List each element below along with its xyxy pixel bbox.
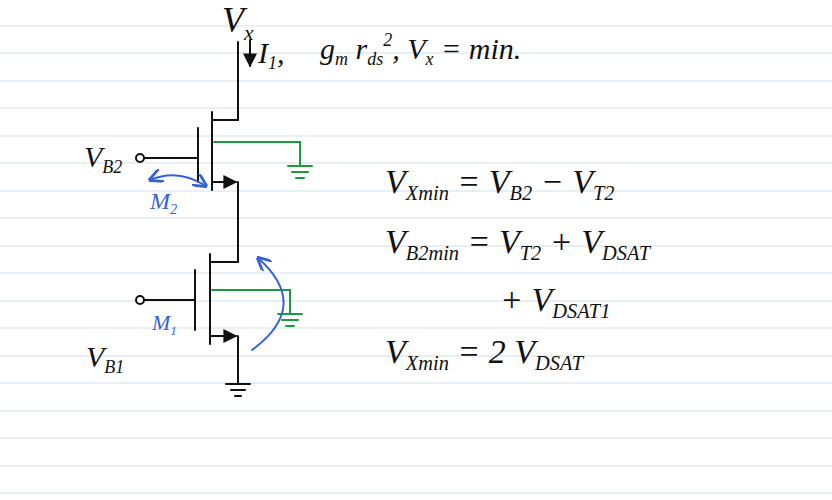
text-run: Xmin bbox=[406, 352, 449, 374]
node-voltage: Vx bbox=[222, 0, 254, 45]
bias-voltage: VB2 bbox=[84, 140, 122, 178]
text-run: M bbox=[152, 310, 170, 335]
device-name: M2 bbox=[150, 188, 177, 218]
text-run: = 2 V bbox=[449, 333, 535, 370]
text-run: V bbox=[84, 140, 102, 173]
text-run: DSAT bbox=[602, 242, 650, 264]
text-run: g bbox=[320, 32, 335, 65]
body-ties bbox=[212, 142, 312, 326]
text-run: 2 bbox=[170, 201, 177, 217]
text-run: V bbox=[385, 333, 406, 370]
mid-wire bbox=[237, 182, 239, 262]
text-run: 1 bbox=[170, 323, 177, 338]
text-run: x bbox=[244, 21, 254, 45]
text-run: = V bbox=[459, 223, 520, 260]
text-run: , bbox=[277, 36, 285, 69]
text-run: Xmin bbox=[406, 182, 449, 204]
text-run: B2 bbox=[102, 157, 122, 177]
text-run: , V bbox=[392, 32, 425, 65]
m2-source-arrow bbox=[212, 181, 236, 183]
text-run: = V bbox=[449, 163, 510, 200]
ground-symbol bbox=[226, 384, 250, 396]
text-run: B1 bbox=[104, 357, 124, 377]
text-run: V bbox=[385, 163, 406, 200]
text-run: x bbox=[426, 49, 434, 69]
text-run: + V bbox=[541, 223, 602, 260]
text-run: DSAT bbox=[535, 352, 583, 374]
gate-terminal bbox=[136, 296, 144, 304]
text-run: ds bbox=[367, 49, 383, 69]
text-run: m bbox=[335, 49, 348, 69]
m1-source-arrow bbox=[210, 335, 236, 337]
text-run: V bbox=[86, 340, 104, 373]
text-run: V bbox=[385, 223, 406, 260]
text-run: T2 bbox=[520, 242, 542, 264]
text-run: B2min bbox=[406, 242, 459, 264]
text-run: DSAT1 bbox=[552, 300, 610, 322]
m1-channel bbox=[209, 254, 211, 344]
m2-channel bbox=[211, 112, 213, 190]
equation: VB2min = VT2 + VDSAT bbox=[385, 222, 650, 266]
text-run: = min. bbox=[434, 32, 522, 65]
note: gm rds2, Vx = min. bbox=[320, 30, 521, 70]
m2-gate-wire bbox=[144, 157, 198, 159]
bias-voltage: VB1 bbox=[86, 340, 124, 378]
ruled-lines bbox=[0, 26, 832, 493]
m1-gate-wire bbox=[144, 299, 195, 301]
equation: VXmin = 2 VDSAT bbox=[385, 332, 583, 376]
text-run: 2 bbox=[383, 30, 392, 50]
gate-terminal bbox=[136, 154, 144, 162]
text-run: T2 bbox=[593, 182, 615, 204]
wires bbox=[136, 40, 250, 396]
device-name: M1 bbox=[152, 310, 177, 338]
equation: VXmin = VB2 − VT2 bbox=[385, 162, 614, 206]
text-run: M bbox=[150, 188, 170, 214]
m2-gate-plate bbox=[197, 128, 199, 182]
current-label: I1, bbox=[258, 36, 285, 74]
equation: + VDSAT1 bbox=[500, 280, 610, 324]
text-run: V bbox=[222, 0, 244, 40]
text-run: B2 bbox=[510, 182, 533, 204]
text-run: r bbox=[348, 32, 367, 65]
text-run: I bbox=[258, 36, 268, 69]
text-run: 1 bbox=[268, 53, 277, 73]
voltage-arcs bbox=[150, 175, 284, 350]
text-run: + V bbox=[500, 281, 552, 318]
text-run: − V bbox=[532, 163, 593, 200]
